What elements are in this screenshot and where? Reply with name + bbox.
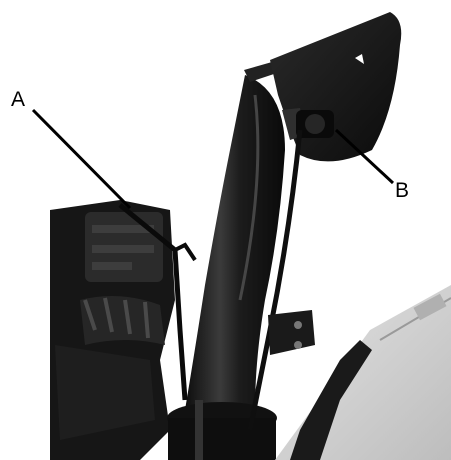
chute-deflector xyxy=(270,12,402,162)
discharge-chute xyxy=(167,62,285,460)
callout-b-leader xyxy=(334,128,395,185)
deflector-adjustment-knob xyxy=(296,110,334,138)
auger-housing xyxy=(275,285,451,460)
callout-label-b: B xyxy=(395,179,410,202)
mounting-bracket xyxy=(268,310,315,355)
callout-a-leader xyxy=(31,108,132,210)
callout-label-a: A xyxy=(11,88,26,111)
engine-block xyxy=(50,200,175,460)
